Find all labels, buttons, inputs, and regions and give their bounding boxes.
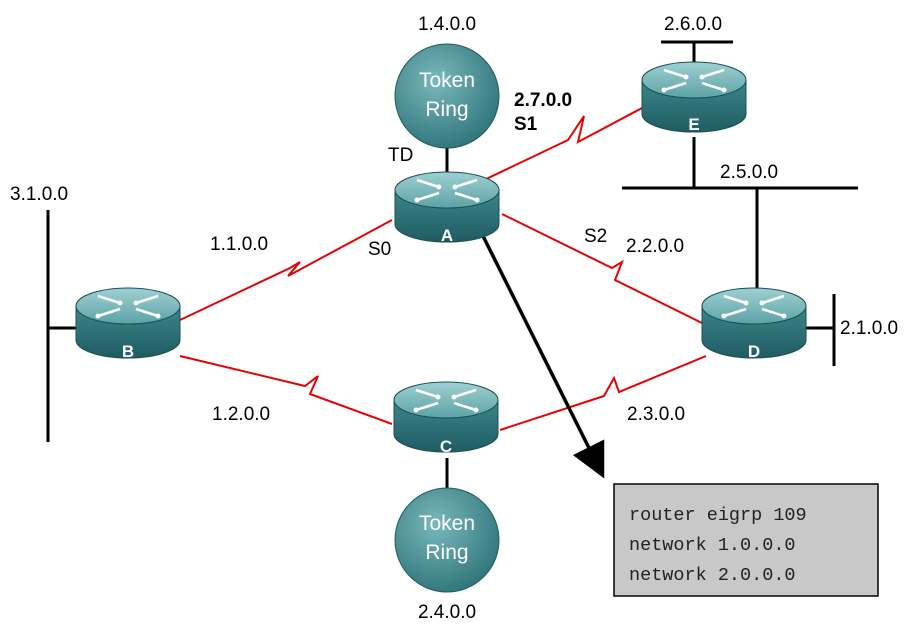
net-label-2-4: 2.4.0.0 xyxy=(418,602,476,623)
net-label-3-1: 3.1.0.0 xyxy=(10,184,68,205)
token-ring-bottom-line2: Ring xyxy=(425,541,468,564)
net-label-1-1: 1.1.0.0 xyxy=(210,234,268,255)
router-c-label: C xyxy=(440,437,452,456)
net-label-2-1: 2.1.0.0 xyxy=(840,318,898,339)
net-label-1-2: 1.2.0.0 xyxy=(212,404,270,425)
config-line-2: network 1.0.0.0 xyxy=(629,535,796,556)
net-label-2-6: 2.6.0.0 xyxy=(664,14,722,35)
iface-s2: S2 xyxy=(584,226,607,247)
token-ring-top[interactable]: Token Ring xyxy=(394,43,500,149)
iface-s0: S0 xyxy=(368,239,391,260)
router-e-label: E xyxy=(688,115,699,134)
config-line-1: router eigrp 109 xyxy=(629,505,807,526)
net-label-1-4: 1.4.0.0 xyxy=(418,14,476,35)
token-ring-bottom[interactable]: Token Ring xyxy=(394,487,500,593)
router-c-icon[interactable] xyxy=(393,381,499,453)
link-a-d xyxy=(501,213,705,325)
link-b-c xyxy=(179,355,393,425)
net-label-2-7: 2.7.0.0 xyxy=(514,90,572,111)
router-a-icon[interactable] xyxy=(394,171,500,243)
net-label-2-5: 2.5.0.0 xyxy=(720,162,778,183)
router-d-icon[interactable] xyxy=(701,287,807,359)
config-arrow xyxy=(480,233,605,479)
link-a-e xyxy=(483,107,643,181)
router-b-label: B xyxy=(122,342,134,361)
iface-s1: S1 xyxy=(514,114,538,135)
router-a-label: A xyxy=(441,226,453,245)
token-ring-top-line2: Ring xyxy=(425,98,468,121)
token-ring-top-line1: Token xyxy=(419,69,475,92)
token-ring-bottom-line1: Token xyxy=(419,512,475,535)
config-line-3: network 2.0.0.0 xyxy=(629,565,796,586)
config-box: router eigrp 109 network 1.0.0.0 network… xyxy=(613,483,879,597)
net-label-2-3: 2.3.0.0 xyxy=(627,404,685,425)
router-d-label: D xyxy=(748,342,760,361)
net-label-2-2: 2.2.0.0 xyxy=(626,236,684,257)
router-b-icon[interactable] xyxy=(75,287,181,359)
iface-td: TD xyxy=(388,145,413,166)
link-a-b xyxy=(179,219,393,321)
router-e-icon[interactable] xyxy=(641,61,747,133)
